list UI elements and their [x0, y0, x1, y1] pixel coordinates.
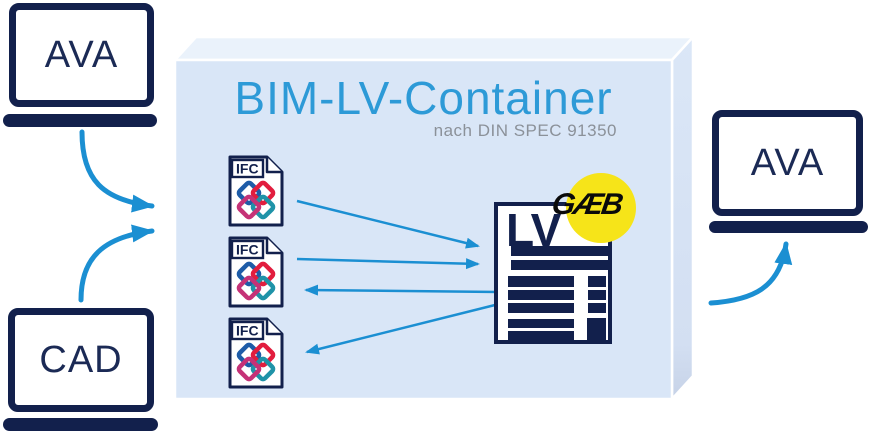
- laptop-label: CAD: [39, 338, 123, 381]
- arrow-ifc1-to-lv: [296, 199, 480, 249]
- buildingsmart-ifc-logo: [236, 261, 276, 301]
- lv-value-cell: [588, 290, 606, 300]
- laptop-label: AVA: [750, 141, 825, 184]
- lv-document: LV: [494, 202, 612, 344]
- ifc-label: IFC: [236, 161, 259, 177]
- lv-text-line: [508, 303, 574, 313]
- buildingsmart-ifc-logo: [236, 180, 276, 220]
- lv-value-cell: [588, 303, 606, 313]
- ifc-file-icon-2: IFC: [228, 236, 284, 308]
- arrow-lv-to-ifc2: [304, 284, 500, 296]
- ifc-label: IFC: [236, 242, 259, 258]
- arrow-ava-to-container: [79, 129, 155, 213]
- lv-text-line: [508, 276, 574, 287]
- lv-text-line: [508, 331, 574, 341]
- container-title: BIM-LV-Container: [234, 72, 613, 124]
- arrow-container-to-ava: [708, 241, 793, 306]
- lv-text-line: [508, 290, 574, 300]
- buildingsmart-ifc-logo: [236, 342, 276, 382]
- laptop-screen: AVA: [712, 110, 863, 216]
- gaeb-logo-text: GÆB: [549, 188, 624, 221]
- laptop-screen: AVA: [9, 3, 154, 107]
- laptop-base: [3, 114, 157, 127]
- arrow-lv-to-ifc3: [305, 302, 500, 355]
- lv-text-line: [508, 319, 574, 328]
- lv-total-cell: [587, 318, 606, 342]
- lv-text-line: [511, 260, 612, 270]
- ifc-label: IFC: [236, 323, 259, 339]
- ifc-file-icon-3: IFC: [228, 317, 284, 389]
- laptop-label: AVA: [44, 33, 119, 76]
- laptop-base: [709, 221, 868, 233]
- lv-text-line: [511, 246, 612, 256]
- arrow-ifc2-to-lv: [296, 257, 480, 270]
- laptop-base: [3, 418, 158, 431]
- container-subtitle: nach DIN SPEC 91350: [433, 121, 617, 140]
- lv-label: LV: [506, 204, 562, 256]
- lv-value-cell: [588, 276, 606, 287]
- ifc-file-icon-1: IFC: [228, 155, 284, 227]
- gaeb-logo-circle: [566, 173, 636, 243]
- arrow-cad-to-container: [78, 224, 155, 303]
- laptop-screen: CAD: [8, 308, 154, 412]
